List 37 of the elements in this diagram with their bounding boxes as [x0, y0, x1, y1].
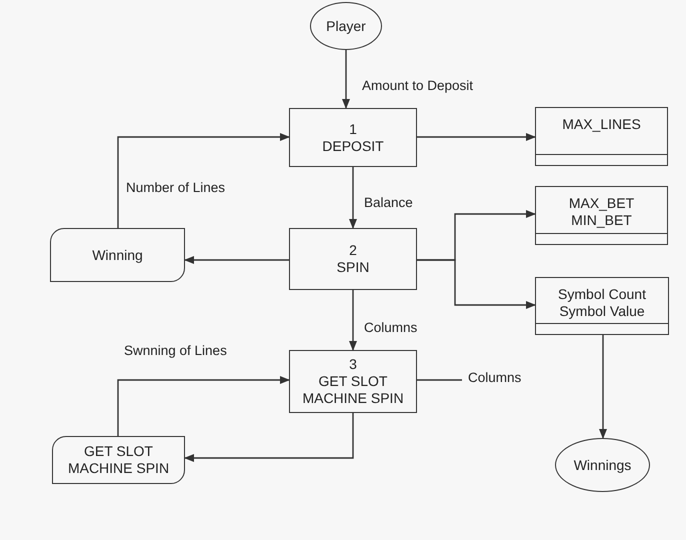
process-box: [289, 108, 417, 167]
node-label: MAX_LINES: [562, 116, 641, 133]
node-label: Symbol Count Symbol Value: [557, 286, 647, 320]
rounded-box: [50, 228, 185, 282]
arrow: [349, 167, 357, 229]
edge-label: Columns: [466, 370, 524, 385]
node-label: DEPOSIT: [322, 138, 384, 154]
arrow: [349, 290, 357, 351]
step-number: 2: [349, 242, 357, 259]
process-box: [289, 350, 417, 413]
arrow: [184, 256, 289, 264]
edge-label: Number of Lines: [124, 180, 228, 195]
node-label: SPIN: [336, 259, 370, 276]
step-number: 3: [349, 356, 357, 374]
process-box: [289, 228, 417, 290]
node-label: Winning: [92, 246, 143, 264]
node-label: GET SLOT MACHINE SPIN: [66, 443, 170, 477]
data-store-box: [535, 107, 668, 166]
edge-label: Swnning of Lines: [122, 343, 229, 358]
arrow: [417, 133, 536, 141]
edge-label: Columns: [362, 320, 420, 335]
node-label: GET SLOT MACHINE SPIN: [301, 373, 405, 407]
node-label: MAX_BET MIN_BET: [568, 195, 636, 229]
arrow: [117, 133, 290, 228]
step-number: 1: [349, 120, 357, 138]
data-store-box: [535, 186, 668, 245]
rounded-box: [52, 436, 185, 484]
edge-label: Amount to Deposit: [360, 78, 476, 93]
data-store-box: [535, 277, 669, 335]
edge-label: Balance: [362, 195, 415, 210]
arrow: [417, 259, 536, 309]
arrow: [117, 376, 290, 436]
arrow: [599, 335, 607, 439]
arrow: [342, 50, 350, 109]
arrow: [184, 413, 354, 462]
node-label: Winnings: [574, 456, 632, 474]
node-label: Player: [326, 18, 366, 34]
